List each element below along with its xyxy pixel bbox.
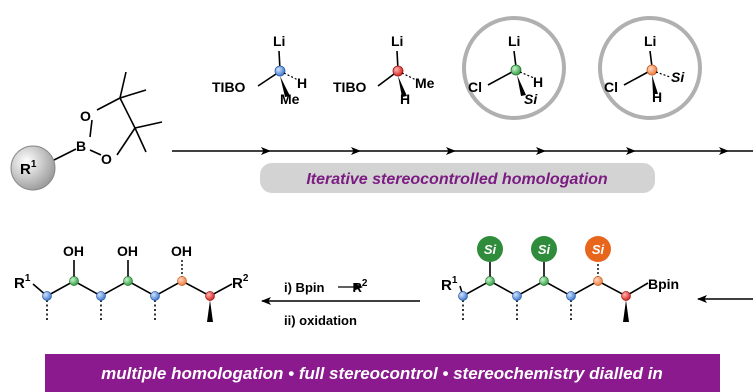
oxygen-top: O xyxy=(80,108,91,124)
reagent-3: Li Cl H Si xyxy=(462,16,566,120)
svg-text:OH: OH xyxy=(171,243,192,259)
atom-orange-icon xyxy=(593,276,603,286)
condition-step-2: ii) oxidation xyxy=(284,313,357,328)
svg-text:OH: OH xyxy=(63,243,84,259)
atom-blue-icon xyxy=(512,291,522,301)
svg-text:Li: Li xyxy=(273,33,285,49)
reagent-4: Li Cl Si H xyxy=(598,16,702,120)
atom-green-icon xyxy=(539,276,549,286)
svg-text:Me: Me xyxy=(280,91,300,107)
svg-text:OH: OH xyxy=(117,243,138,259)
atom-green-icon xyxy=(485,276,495,286)
svg-text:H: H xyxy=(400,91,410,107)
start-r-label: R1 xyxy=(20,159,37,178)
svg-text:Si: Si xyxy=(524,91,538,107)
si-badge-green-icon xyxy=(477,236,503,262)
atom-green-icon xyxy=(69,276,79,286)
svg-text:Cl: Cl xyxy=(604,79,618,95)
starting-material: R1 B O O xyxy=(10,71,163,191)
homologation-pill: Iterative stereocontrolled homologation xyxy=(260,163,655,193)
svg-text:TIBO: TIBO xyxy=(212,79,246,95)
boron-atom: B xyxy=(76,138,86,154)
atom-red-icon xyxy=(621,291,631,301)
silyl-r1: R1 xyxy=(441,275,458,294)
product-r1: R1 xyxy=(14,273,31,292)
svg-text:Si: Si xyxy=(671,69,685,85)
atom-blue-icon xyxy=(458,291,468,301)
bpin-label: Bpin xyxy=(648,276,679,292)
atom-orange-icon xyxy=(177,276,187,286)
r1-sphere-icon xyxy=(10,145,56,191)
atom-blue-icon xyxy=(150,291,160,301)
svg-text:Si: Si xyxy=(592,242,605,257)
product-r2: R2 xyxy=(232,273,249,292)
svg-text:Si: Si xyxy=(538,242,551,257)
svg-text:Li: Li xyxy=(508,33,520,49)
atom-blue-icon xyxy=(96,291,106,301)
pill-label: Iterative stereocontrolled homologation xyxy=(306,171,608,188)
svg-text:TIBO: TIBO xyxy=(333,79,367,95)
svg-text:Li: Li xyxy=(391,33,403,49)
svg-text:Si: Si xyxy=(484,242,497,257)
reagent-2: Li TIBO Me H xyxy=(333,33,435,107)
product-polyol: R1 OH OH OH R2 xyxy=(14,243,249,322)
si-badge-green-icon xyxy=(531,236,557,262)
svg-text:H: H xyxy=(652,89,662,105)
svg-text:H: H xyxy=(297,75,307,91)
product-silyl: R1 Si Si Si Bpin xyxy=(441,236,679,322)
svg-text:Me: Me xyxy=(415,75,435,91)
si-badge-orange-icon xyxy=(585,236,611,262)
atom-blue-icon xyxy=(42,291,52,301)
atom-red-icon xyxy=(205,291,215,301)
stereocenter-green-icon xyxy=(510,64,522,76)
svg-text:H: H xyxy=(533,74,543,90)
reagent-1: Li TIBO H Me xyxy=(212,33,307,107)
bottom-banner: multiple homologation • full stereocontr… xyxy=(45,354,720,392)
atom-green-icon xyxy=(123,276,133,286)
svg-text:Li: Li xyxy=(644,33,656,49)
oxygen-bottom: O xyxy=(101,151,112,167)
svg-text:Cl: Cl xyxy=(468,79,482,95)
atom-blue-icon xyxy=(566,291,576,301)
stereocenter-red-icon xyxy=(392,65,404,77)
stereocenter-orange-icon xyxy=(646,64,658,76)
banner-text: multiple homologation • full stereocontr… xyxy=(101,364,663,383)
stereocenter-blue-icon xyxy=(274,65,286,77)
